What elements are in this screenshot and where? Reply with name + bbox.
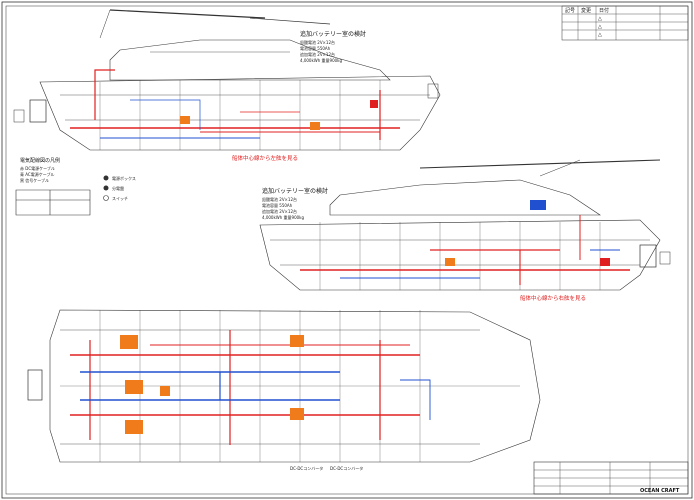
side-view-upper [13, 9, 441, 151]
plan-view-notes: DC-DCコンバータ DC-DCコンバータ [290, 465, 363, 471]
lower-battery-title: 追加バッテリー室の検討 [262, 187, 328, 195]
side-view-lower-notes: 追加バッテリー室の検討 鉛酸電池 2V×12台 電池容量 550Ah 追加電池 … [262, 187, 586, 302]
upper-note-1: 鉛酸電池 2V×12台 [300, 39, 335, 45]
legend-symbol-2: 分電盤 [112, 185, 124, 191]
switch-symbol-icon [103, 195, 109, 201]
rev-row-2: △ [598, 24, 602, 30]
rev-row-3: △ [598, 32, 602, 38]
cable-legend: 電気配線図の凡例 赤 DC電源ケーブル 青 AC電源ケーブル 黒 信号ケーブル … [15, 157, 136, 216]
lower-note-4: 4,000kWh 重量900kg [262, 214, 304, 220]
rev-header-date: 日付 [599, 7, 609, 14]
plan-note-2: DC-DCコンバータ [330, 465, 363, 471]
rev-row-1: △ [598, 16, 602, 22]
lower-note-1: 鉛酸電池 2V×12台 [262, 196, 297, 202]
upper-battery-title: 追加バッテリー室の検討 [300, 30, 366, 38]
rev-header-change: 変更 [581, 7, 591, 14]
plan-view [27, 309, 541, 463]
upper-note-4: 4,000kWh 重量900kg [300, 57, 342, 63]
plan-note-1: DC-DCコンバータ [290, 465, 323, 471]
power-box-symbol-icon [103, 175, 109, 181]
lower-note-2: 電池容量 550Ah [262, 202, 293, 208]
lower-note-3: 追加電池 2V×12台 [262, 208, 297, 214]
upper-view-caption: 船体中心線から左舷を見る [232, 154, 298, 162]
revision-block: 記号 変更 日付 △ △ △ [561, 5, 689, 41]
company-name: OCEAN CRAFT [640, 488, 680, 494]
rev-header-mark: 記号 [565, 7, 575, 14]
side-view-upper-notes: 追加バッテリー室の検討 鉛酸電池 2V×12台 電池容量 550Ah 追加電池 … [232, 30, 366, 162]
panel-symbol-icon [103, 185, 109, 191]
lower-view-caption: 船体中心線から右舷を見る [520, 294, 586, 302]
legend-item-dc: 赤 DC電源ケーブル [20, 165, 55, 171]
legend-symbol-3: スイッチ [112, 196, 128, 201]
legend-item-signal: 黒 信号ケーブル [20, 177, 49, 183]
legend-title: 電気配線図の凡例 [20, 157, 60, 164]
title-block: OCEAN CRAFT [533, 461, 689, 495]
legend-item-ac: 青 AC電源ケーブル [20, 171, 55, 177]
side-view-lower [259, 159, 671, 291]
upper-note-3: 追加電池 2V×12台 [300, 51, 335, 57]
legend-symbol-1: 電源ボックス [112, 175, 136, 181]
upper-note-2: 電池容量 550Ah [300, 45, 331, 51]
